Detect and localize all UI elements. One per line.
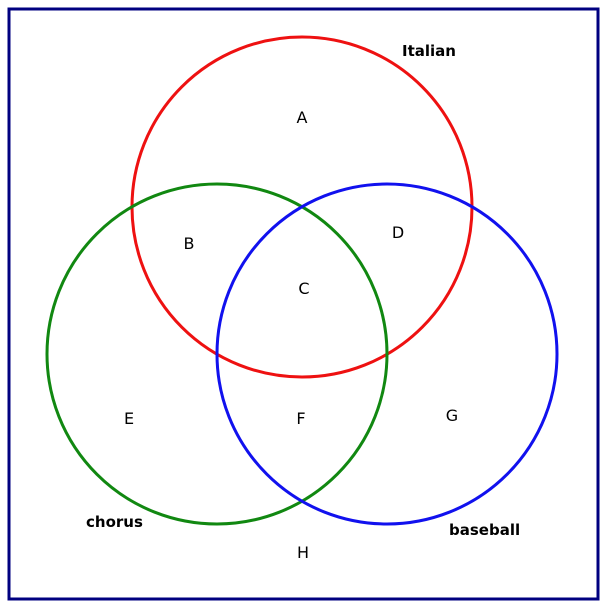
chorus-label: chorus <box>86 513 143 531</box>
region-a-label: A <box>297 108 308 127</box>
region-g-label: G <box>446 406 458 425</box>
region-b-label: B <box>184 234 195 253</box>
italian-label: Italian <box>402 42 456 60</box>
region-e-label: E <box>124 409 134 428</box>
universe-border <box>7 7 600 601</box>
baseball-circle <box>215 182 559 526</box>
region-c-label: C <box>298 279 309 298</box>
region-h-label: H <box>297 543 309 562</box>
region-f-label: F <box>296 409 305 428</box>
region-d-label: D <box>392 223 404 242</box>
chorus-circle <box>45 182 389 526</box>
baseball-label: baseball <box>449 521 520 539</box>
